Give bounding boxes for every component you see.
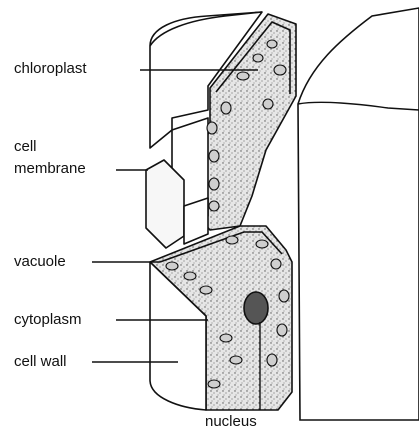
nucleus-shape [244,292,268,324]
label-chloroplast: chloroplast [14,60,87,77]
right-wall-slab [298,8,419,420]
label-cell-membrane-line2: membrane [14,160,86,177]
label-cytoplasm: cytoplasm [14,311,82,328]
lower-cell-piece [150,226,292,410]
label-cell-membrane-line1: cell [14,138,37,155]
label-nucleus: nucleus [205,413,257,430]
label-vacuole: vacuole [14,253,66,270]
membrane-flap [146,160,184,248]
label-cell-wall: cell wall [14,353,67,370]
membrane-flap-inner [184,198,208,244]
